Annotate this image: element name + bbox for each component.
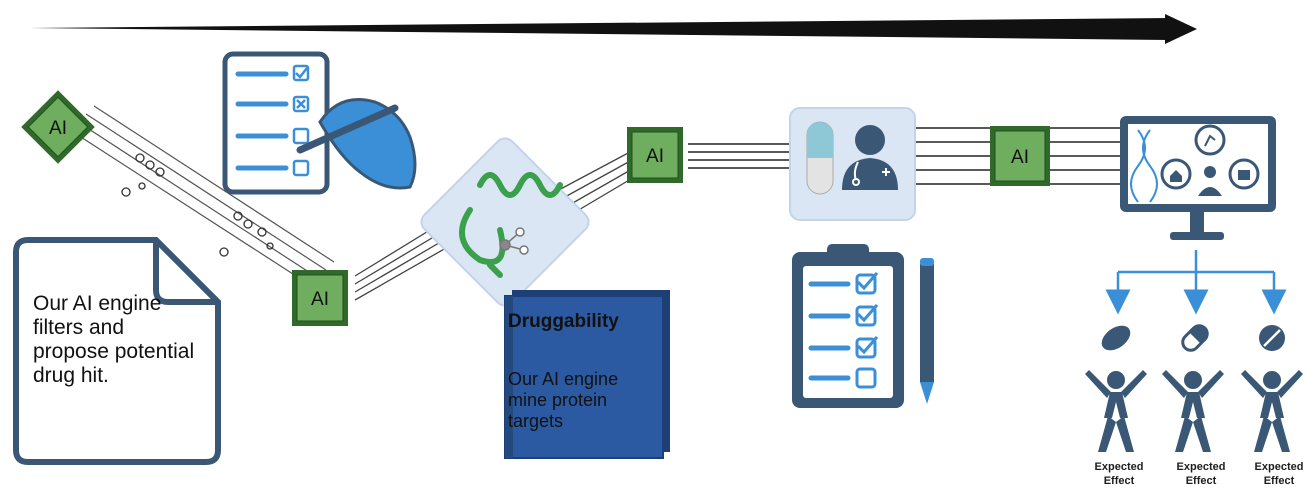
doctor-icon <box>842 125 898 190</box>
book-text: Our AI engine mine protein targets <box>508 369 619 431</box>
effect-label-1-line1: Expected <box>1094 461 1144 473</box>
effect-label-1-line2: Effect <box>1103 475 1135 487</box>
person-icon <box>1085 370 1303 452</box>
chip-ai-2-label: AI <box>311 289 329 310</box>
chip-ai-4-label: AI <box>1011 147 1029 168</box>
chip-ai-1: AI <box>21 90 95 164</box>
pill-icon <box>1101 324 1285 352</box>
protein-structure-icon <box>420 137 590 307</box>
note-text: Our AI engine filters and propose potent… <box>33 292 195 387</box>
dna-icon <box>1130 129 1158 203</box>
pill-capsule-icon <box>806 121 834 195</box>
note-card <box>13 237 221 465</box>
monitor-icon <box>1120 116 1276 240</box>
chip-ai-4: AI <box>990 126 1050 186</box>
branch-arrows <box>1105 250 1287 315</box>
effect-label-2-line2: Effect <box>1185 475 1217 487</box>
effect-label-3: Expected Effect <box>1244 460 1314 488</box>
effect-label-3-line1: Expected <box>1254 461 1304 473</box>
chip-ai-2: AI <box>292 270 348 326</box>
druggability-book <box>504 290 670 459</box>
timeline-arrow-icon <box>30 14 1197 44</box>
effect-label-2: Expected Effect <box>1166 460 1236 488</box>
checklist-icon <box>222 51 330 195</box>
protein-ligand <box>499 227 529 255</box>
molecule-chain-icon <box>121 153 274 257</box>
pen-hand-icon <box>296 98 417 190</box>
monitor-lifestyle-icons <box>1160 124 1260 196</box>
connector-lines-1 <box>69 105 335 286</box>
effect-label-3-line2: Effect <box>1263 475 1295 487</box>
chip-ai-3: AI <box>627 127 683 183</box>
chip-ai-3-label: AI <box>646 146 664 167</box>
pencil-icon <box>920 258 934 404</box>
chip-ai-1-label: AI <box>49 118 67 139</box>
connector-lines-3 <box>688 127 1120 185</box>
effect-label-1: Expected Effect <box>1084 460 1154 488</box>
book-title: Druggability <box>508 311 619 332</box>
clipboard-icon <box>792 244 904 408</box>
effect-label-2-line1: Expected <box>1176 461 1226 473</box>
